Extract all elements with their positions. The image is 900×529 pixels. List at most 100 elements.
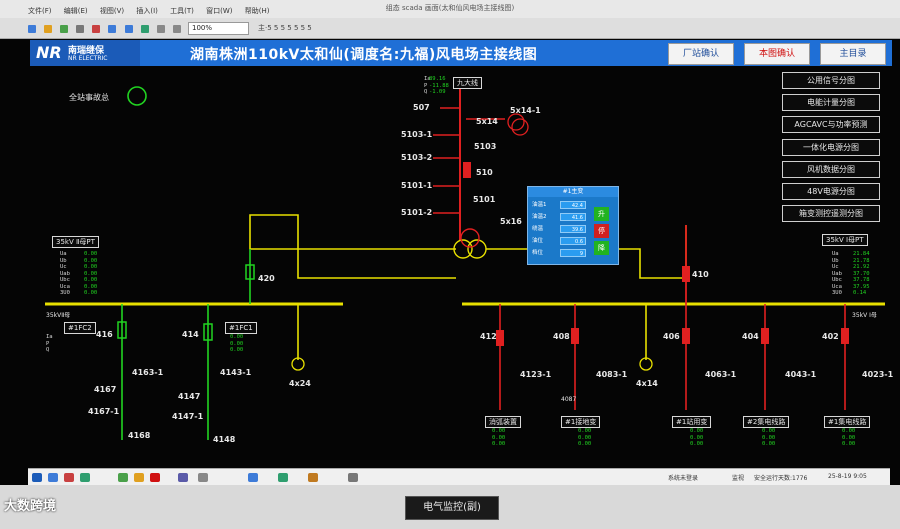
- tap-stop-button[interactable]: 停: [594, 224, 609, 238]
- label-507: 507: [413, 103, 430, 112]
- label-410: 410: [692, 270, 709, 279]
- label-4023-1: 4023-1: [862, 370, 894, 379]
- taskbar-app-icon-11[interactable]: [308, 473, 318, 482]
- taskbar-app-icon-10[interactable]: [278, 473, 288, 482]
- breaker-510[interactable]: [463, 162, 471, 178]
- menu-item-1[interactable]: 编辑(E): [63, 7, 88, 15]
- logo-en: NR ELECTRIC: [68, 55, 108, 62]
- taskbar-app-icon-3[interactable]: [80, 473, 90, 482]
- line-tag-jiuda[interactable]: 九大线: [453, 77, 482, 89]
- nav-button-3[interactable]: 一体化电源分图: [782, 139, 880, 156]
- taskbar: 系统未登录 监视 安全运行天数:1776 25-8-19 9:05: [28, 468, 890, 485]
- station-transformer-4x24[interactable]: [291, 357, 305, 371]
- bus1-measurement-values-box: 21.84 21.78 21.92 37.70 37.78 37.95 0.14: [853, 251, 870, 297]
- breaker-420[interactable]: [245, 264, 255, 280]
- line-measurement-keys: Ia P Q: [424, 76, 431, 95]
- zoom-out-icon[interactable]: [172, 25, 181, 33]
- taskbar-app-icon-4[interactable]: [118, 473, 128, 482]
- menu-item-2[interactable]: 视图(V): [99, 7, 125, 15]
- print-icon[interactable]: [76, 25, 85, 33]
- zoom-select[interactable]: 100%: [188, 22, 249, 35]
- menu-list: 文件(F) 编辑(E) 视图(V) 插入(I) 工具(T) 窗口(W) 帮助(H…: [28, 6, 279, 16]
- nav-button-4[interactable]: 风机数据分图: [782, 161, 880, 178]
- label-510: 510: [476, 168, 493, 177]
- stop-icon[interactable]: [92, 25, 101, 33]
- feeder-tag-arc-suppression[interactable]: 消弧装置: [485, 416, 521, 428]
- pt-tag-bus1[interactable]: 35kV Ⅰ母PT: [822, 234, 868, 246]
- nav-button-5[interactable]: 48V电源分图: [782, 183, 880, 200]
- taskbar-app-icon-8[interactable]: [198, 473, 208, 482]
- breaker-410[interactable]: [682, 266, 690, 282]
- nav-button-1[interactable]: 电能计量分图: [782, 94, 880, 111]
- nav-button-6[interactable]: 箱变测控遥测分图: [782, 205, 880, 222]
- open-icon[interactable]: [44, 25, 53, 33]
- feeder-412-measurements: 0.00 0.00 0.00: [492, 428, 505, 448]
- menu-item-5[interactable]: 窗口(W): [206, 7, 233, 15]
- feeder-404-values: 0.00 0.00 0.00: [762, 428, 776, 447]
- nav-button-0[interactable]: 公用信号分图: [782, 72, 880, 89]
- breaker-402[interactable]: [841, 328, 849, 344]
- station-ack-button[interactable]: 厂站确认: [668, 43, 734, 65]
- taskbar-app-icon-9[interactable]: [248, 473, 258, 482]
- new-icon[interactable]: [28, 25, 36, 33]
- breaker-414[interactable]: [203, 323, 213, 341]
- breaker-408[interactable]: [571, 328, 579, 344]
- tap-down-button[interactable]: 降: [594, 241, 609, 255]
- popup-value-1: 41.6: [560, 213, 586, 221]
- label-4167: 4167: [94, 385, 117, 394]
- forward-icon[interactable]: [124, 25, 133, 33]
- bus2-measurement-keys: Ua Ub Uc Uab Ubc Uca 3U0: [60, 251, 70, 296]
- zoom-in-icon[interactable]: [156, 25, 165, 33]
- toolbar-caption: 主·5 5 5 5 5 5 5: [258, 24, 312, 32]
- feeder-tag-collector-line-1[interactable]: #1集电线路: [824, 416, 871, 428]
- logo-cn: 南瑞继保: [68, 46, 105, 56]
- menu-item-4[interactable]: 工具(T): [170, 7, 194, 15]
- back-icon[interactable]: [108, 25, 117, 33]
- grounding-transformer-5x14[interactable]: [507, 113, 525, 131]
- label-4147: 4147: [178, 392, 201, 401]
- feeder-tag-collector-line-2[interactable]: #2集电线路: [743, 416, 790, 428]
- feeder-tag-station-transformer[interactable]: #1站用变: [672, 416, 712, 428]
- station-alarm-indicator[interactable]: [127, 86, 147, 106]
- page-ack-button[interactable]: 本图确认: [744, 43, 810, 65]
- feeder-tag-fc2[interactable]: #1FC2: [64, 322, 96, 334]
- menu-item-3[interactable]: 插入(I): [136, 7, 158, 15]
- menu-item-0[interactable]: 文件(F): [28, 7, 52, 15]
- label-4123-1: 4123-1: [520, 370, 552, 379]
- label-416: 416: [96, 330, 113, 339]
- station-transformer-4x14[interactable]: [639, 357, 653, 371]
- feeder-402-values: 0.00 0.00 0.00: [842, 428, 856, 447]
- taskbar-app-icon-7[interactable]: [178, 473, 188, 482]
- bus2-measurements: Ua Ub Uc Uab Ubc Uca 3U0: [60, 251, 70, 297]
- taskbar-app-icon-12[interactable]: [348, 473, 358, 482]
- label-5x14-1: 5x14-1: [510, 106, 541, 115]
- feeder-406-values: 0.00 0.00 0.00: [690, 428, 704, 447]
- taskbar-app-icon-5[interactable]: [134, 473, 144, 482]
- popup-value-3: 0.6: [560, 237, 586, 245]
- grounding-transformer-5x14-b: [511, 118, 529, 136]
- nav-button-2[interactable]: AGCAVC与功率预测: [782, 116, 880, 133]
- taskbar-app-icon-6[interactable]: [150, 473, 160, 482]
- main-menu-button[interactable]: 主目录: [820, 43, 886, 65]
- breaker-412[interactable]: [496, 330, 504, 346]
- tap-up-button[interactable]: 升: [594, 207, 609, 221]
- breaker-404[interactable]: [761, 328, 769, 344]
- label-4087: 4087: [561, 396, 577, 403]
- save-icon[interactable]: [60, 25, 69, 33]
- feeder-tag-fc1[interactable]: #1FC1: [225, 322, 257, 334]
- label-5103-1: 5103-1: [401, 130, 433, 139]
- line-measurement-values: 89.16 -11.88 -1.09: [429, 76, 449, 95]
- feeder-tag-grounding-transformer[interactable]: #1接地变: [561, 416, 601, 428]
- nr-start-icon[interactable]: [32, 473, 42, 482]
- pt-tag-bus2[interactable]: 35kV Ⅱ母PT: [52, 236, 99, 248]
- menu-item-6[interactable]: 帮助(H): [244, 7, 270, 15]
- label-412: 412: [480, 332, 497, 341]
- taskbar-app-icon-1[interactable]: [48, 473, 58, 482]
- breaker-406[interactable]: [682, 328, 690, 344]
- breaker-416[interactable]: [117, 321, 127, 339]
- play-icon[interactable]: [140, 25, 149, 33]
- taskbar-uptime-text: 安全运行天数:1776: [754, 475, 808, 482]
- taskbar-app-icon-2[interactable]: [64, 473, 74, 482]
